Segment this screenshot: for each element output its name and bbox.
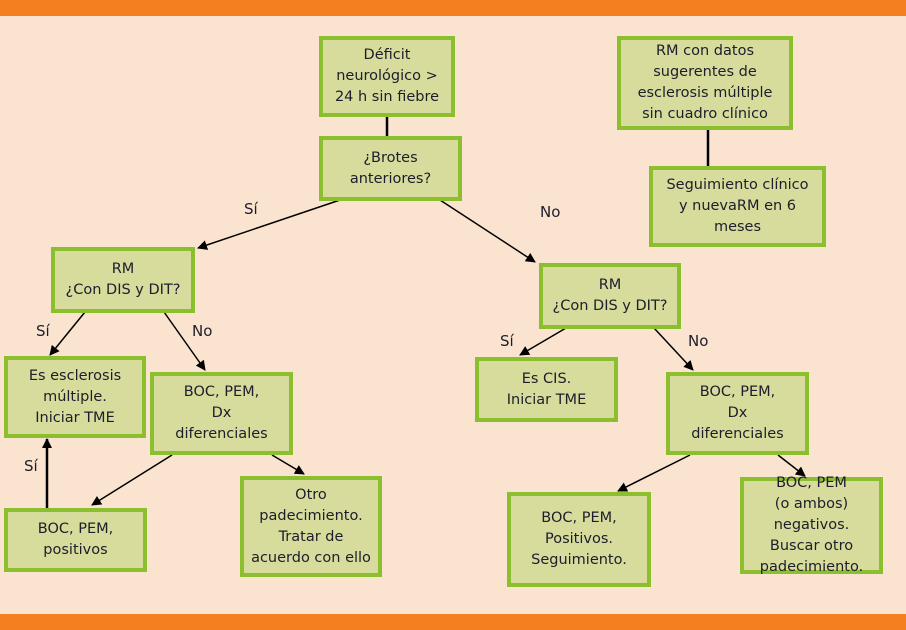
node-boc-positivos-right: BOC, PEM, Positivos. Seguimiento.	[507, 492, 651, 587]
arrow-brotes-rm-left	[197, 199, 341, 250]
node-rm-sugerente: RM con datos sugerentes de esclerosis mú…	[617, 36, 793, 130]
label-rm-left-no: No	[192, 322, 213, 340]
bottom-band	[0, 614, 906, 630]
node-brotes: ¿Brotes anteriores?	[319, 136, 462, 201]
node-rm-left: RM ¿Con DIS y DIT?	[51, 247, 195, 313]
label-rm-right-si: Sí	[500, 332, 514, 350]
arrow-rm-left-boc	[163, 311, 206, 371]
arrow-boc-left-otro	[271, 454, 305, 475]
top-band	[0, 0, 906, 16]
label-brotes-si: Sí	[244, 200, 258, 218]
arrow-boc-right-neg	[777, 454, 806, 477]
node-es-cis: Es CIS. Iniciar TME	[475, 357, 618, 422]
arrow-rm-left-es-em	[49, 311, 86, 356]
node-boc-negativos: BOC, PEM (o ambos) negativos. Buscar otr…	[740, 475, 883, 575]
label-brotes-no: No	[540, 203, 561, 221]
node-rm-right: RM ¿Con DIS y DIT?	[539, 263, 681, 329]
label-rm-right-no: No	[688, 332, 709, 350]
node-boc-left: BOC, PEM, Dx diferenciales	[150, 372, 293, 455]
label-rm-left-si: Sí	[36, 322, 50, 340]
arrow-rm-right-cis	[519, 327, 567, 356]
node-boc-positivos-left: BOC, PEM, positivos	[4, 508, 147, 572]
arrow-boc-right-pos	[617, 454, 691, 492]
arrow-rm-right-boc	[653, 327, 694, 371]
node-deficit: Déficit neurológico > 24 h sin fiebre	[319, 36, 455, 117]
arrow-brotes-rm-right	[439, 199, 536, 263]
node-otro-padecimiento: Otro padecimiento. Tratar de acuerdo con…	[240, 476, 382, 577]
node-boc-right: BOC, PEM, Dx diferenciales	[666, 372, 809, 455]
arrow-boc-left-pos	[91, 454, 173, 506]
node-seguimiento: Seguimiento clínico y nuevaRM en 6 meses	[649, 166, 826, 247]
label-boc-pos-si: Sí	[24, 457, 38, 475]
node-es-esclerosis: Es esclerosis múltiple. Iniciar TME	[4, 356, 146, 438]
